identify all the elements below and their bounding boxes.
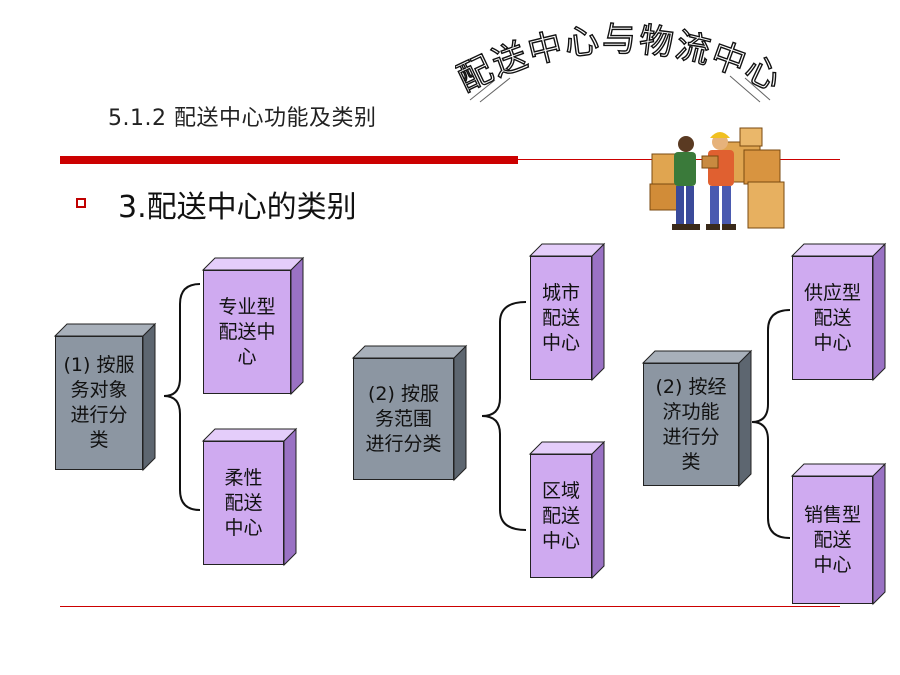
type-label: 区域 配送 中心 (541, 479, 580, 552)
heading: 3.配送中心的类别 (118, 182, 357, 226)
wordart-title: 配送中心与物流中心 (455, 20, 785, 103)
workers-illustration (649, 127, 785, 230)
type-label: 柔性 配送 中心 (224, 466, 263, 539)
heading-text: 配送中心的类别 (146, 190, 357, 225)
type-box-professional: 专业型 配送中 心 (203, 270, 291, 394)
category-label: (1) 按服 务对象 进行分 类 (63, 354, 135, 451)
brace-group-2 (481, 301, 527, 531)
section-title: 5.1.2 配送中心功能及类别 (108, 106, 377, 131)
brace-group-1 (163, 283, 201, 511)
type-box-supply: 供应型 配送 中心 (792, 256, 873, 380)
heading-number: 3. (118, 190, 147, 225)
type-label: 专业型 配送中 心 (218, 295, 276, 368)
category-box-service-object: (1) 按服 务对象 进行分 类 (55, 336, 143, 470)
brace-group-3 (751, 309, 791, 539)
type-box-flexible: 柔性 配送 中心 (203, 441, 284, 565)
footer-rule (60, 606, 840, 607)
type-box-city: 城市 配送 中心 (530, 256, 592, 380)
bullet-square-icon (76, 198, 86, 208)
type-box-regional: 区域 配送 中心 (530, 454, 592, 578)
category-label: (2) 按经 济功能 进行分 类 (655, 375, 727, 473)
type-label: 销售型 配送 中心 (803, 503, 861, 576)
category-label: (2) 按服 务范围 进行分类 (365, 382, 442, 455)
type-box-sales: 销售型 配送 中心 (792, 476, 873, 604)
category-box-service-range: (2) 按服 务范围 进行分类 (353, 358, 454, 480)
type-label: 供应型 配送 中心 (803, 281, 861, 354)
category-box-economic-function: (2) 按经 济功能 进行分 类 (643, 363, 739, 486)
title-underline-thick (60, 156, 518, 164)
type-label: 城市 配送 中心 (541, 281, 580, 354)
